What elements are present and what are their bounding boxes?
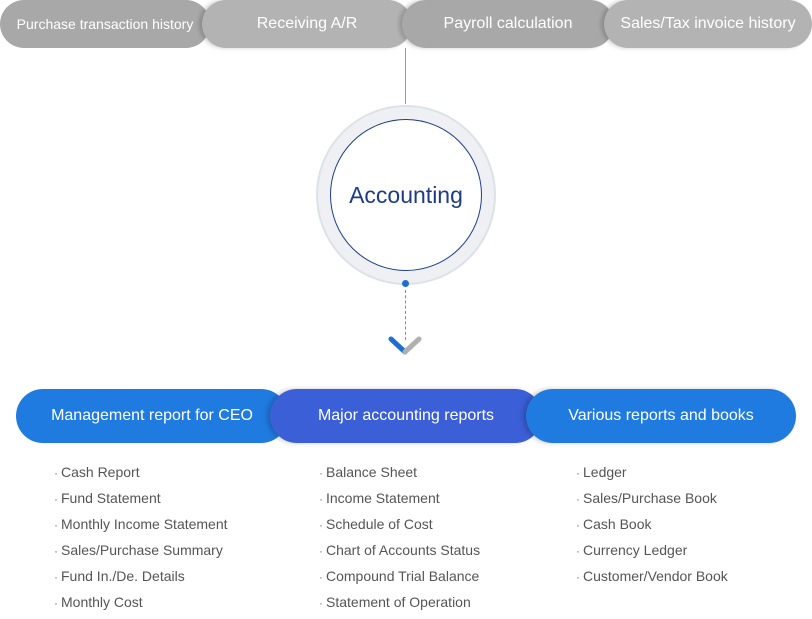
- bullet: ·: [576, 492, 580, 506]
- list-item: ·Statement of Operation: [319, 593, 480, 619]
- connector-dot: [402, 280, 409, 287]
- bullet: ·: [54, 544, 58, 558]
- list-item: ·Balance Sheet: [319, 463, 480, 489]
- list-item-label: Fund In./De. Details: [61, 568, 185, 584]
- bullet: ·: [319, 518, 323, 532]
- list-item-label: Statement of Operation: [326, 594, 471, 610]
- bullet: ·: [319, 544, 323, 558]
- list-item: ·Compound Trial Balance: [319, 567, 480, 593]
- management-report-list: ·Cash Report ·Fund Statement ·Monthly In…: [54, 463, 228, 619]
- chevron-down-icon: [388, 336, 422, 355]
- top-tab-sales-tax-history[interactable]: Sales/Tax invoice history: [604, 0, 812, 48]
- list-item-label: Customer/Vendor Book: [583, 568, 728, 584]
- list-item: ·Monthly Cost: [54, 593, 228, 619]
- top-tab-receiving-ar[interactable]: Receiving A/R: [202, 0, 412, 48]
- list-item: ·Sales/Purchase Summary: [54, 541, 228, 567]
- list-item: ·Sales/Purchase Book: [576, 489, 728, 515]
- bullet: ·: [54, 492, 58, 506]
- category-label: Major accounting reports: [317, 407, 495, 424]
- bullet: ·: [319, 570, 323, 584]
- bullet: ·: [319, 492, 323, 506]
- top-tab-label: Purchase transaction history: [16, 16, 194, 32]
- various-reports-list: ·Ledger ·Sales/Purchase Book ·Cash Book …: [576, 463, 728, 593]
- connector-line: [405, 48, 406, 104]
- bullet: ·: [319, 466, 323, 480]
- center-node-label: Accounting: [349, 181, 463, 208]
- category-management-report[interactable]: Management report for CEO: [16, 389, 288, 443]
- list-item: ·Cash Book: [576, 515, 728, 541]
- list-item-label: Fund Statement: [61, 490, 161, 506]
- bullet: ·: [576, 518, 580, 532]
- bullet: ·: [54, 596, 58, 610]
- list-item-label: Monthly Income Statement: [61, 516, 228, 532]
- bullet: ·: [54, 466, 58, 480]
- category-label: Various reports and books: [568, 407, 754, 424]
- list-item: ·Chart of Accounts Status: [319, 541, 480, 567]
- bullet: ·: [54, 518, 58, 532]
- top-tab-payroll[interactable]: Payroll calculation: [402, 0, 614, 48]
- category-various-reports[interactable]: Various reports and books: [526, 389, 796, 443]
- top-tab-label: Sales/Tax invoice history: [620, 15, 796, 32]
- list-item: ·Schedule of Cost: [319, 515, 480, 541]
- major-accounting-list: ·Balance Sheet ·Income Statement ·Schedu…: [319, 463, 480, 619]
- list-item: ·Fund In./De. Details: [54, 567, 228, 593]
- bullet: ·: [576, 466, 580, 480]
- category-major-accounting[interactable]: Major accounting reports: [270, 389, 542, 443]
- list-item-label: Balance Sheet: [326, 464, 418, 480]
- list-item: ·Monthly Income Statement: [54, 515, 228, 541]
- dashed-connector-line: [405, 290, 406, 340]
- list-item-label: Income Statement: [326, 490, 440, 506]
- list-item: ·Income Statement: [319, 489, 480, 515]
- list-item: ·Fund Statement: [54, 489, 228, 515]
- list-item-label: Sales/Purchase Book: [583, 490, 717, 506]
- center-node: Accounting: [330, 119, 482, 271]
- category-label: Management report for CEO: [51, 407, 253, 424]
- list-item-label: Currency Ledger: [583, 542, 688, 558]
- bullet: ·: [54, 570, 58, 584]
- list-item: ·Customer/Vendor Book: [576, 567, 728, 593]
- list-item: ·Ledger: [576, 463, 728, 489]
- list-item-label: Schedule of Cost: [326, 516, 433, 532]
- bullet: ·: [576, 570, 580, 584]
- list-item: ·Currency Ledger: [576, 541, 728, 567]
- bullet: ·: [576, 544, 580, 558]
- list-item-label: Sales/Purchase Summary: [61, 542, 223, 558]
- list-item-label: Monthly Cost: [61, 594, 143, 610]
- list-item-label: Compound Trial Balance: [326, 568, 480, 584]
- list-item-label: Chart of Accounts Status: [326, 542, 481, 558]
- top-tab-label: Receiving A/R: [256, 15, 358, 32]
- list-item: ·Cash Report: [54, 463, 228, 489]
- bullet: ·: [319, 596, 323, 610]
- list-item-label: Ledger: [583, 464, 627, 480]
- list-item-label: Cash Book: [583, 516, 652, 532]
- top-tab-label: Payroll calculation: [443, 15, 573, 32]
- list-item-label: Cash Report: [61, 464, 140, 480]
- top-tab-purchase-history[interactable]: Purchase transaction history: [0, 0, 210, 48]
